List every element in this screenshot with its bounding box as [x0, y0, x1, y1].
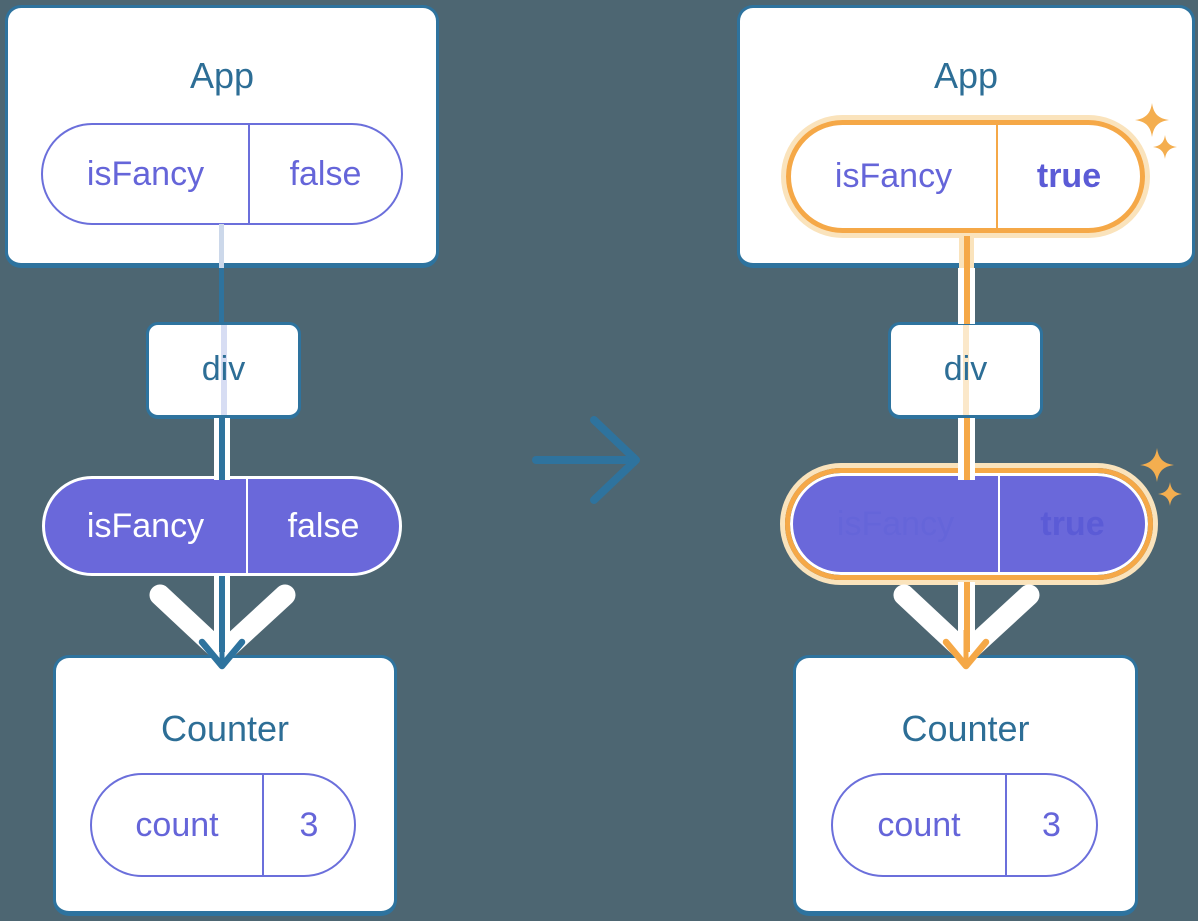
div-node-after: div	[888, 322, 1043, 419]
app-title: App	[189, 55, 255, 96]
state-key: count	[833, 775, 1007, 875]
prop-key: isFancy	[43, 125, 250, 223]
state-value: 3	[299, 805, 319, 844]
prop-line	[958, 268, 975, 324]
app-title: App	[933, 55, 999, 96]
counter-title: Counter	[901, 708, 1030, 749]
state-key: count	[92, 775, 264, 875]
prop-line	[958, 582, 975, 652]
prop-key: isFancy	[791, 125, 998, 228]
sparkle-icon	[1135, 103, 1169, 137]
passed-prop-pill-highlighted: isFancy true	[780, 463, 1158, 585]
sparkle-icon	[1153, 135, 1177, 159]
prop-pill: isFancy false	[41, 123, 403, 225]
prop-line-through	[962, 325, 969, 415]
div-node-before: div	[146, 322, 301, 419]
state-value: 3	[1042, 805, 1061, 844]
prop-value: false	[289, 154, 362, 193]
prop-line	[958, 418, 975, 480]
sparkle-icon	[1140, 448, 1174, 482]
prop-value: false	[287, 506, 360, 545]
passed-prop-pill: isFancy false	[42, 476, 402, 576]
div-label: div	[943, 350, 988, 388]
prop-line	[214, 576, 230, 652]
counter-card-after: Counter count 3	[793, 655, 1138, 916]
counter-card-before: Counter count 3	[53, 655, 397, 916]
prop-line-in-card	[959, 236, 974, 268]
transition-arrow-icon	[532, 416, 640, 504]
prop-arrowhead-icon	[942, 630, 990, 670]
prop-value: true	[1040, 504, 1105, 543]
state-pill: count 3	[90, 773, 356, 877]
prop-line-through	[220, 325, 227, 415]
prop-arrowhead-icon	[198, 630, 246, 670]
div-label: div	[201, 350, 246, 388]
state-pill: count 3	[831, 773, 1098, 877]
prop-pill-highlighted: isFancy true	[781, 115, 1150, 238]
prop-line	[214, 418, 230, 480]
tree-connector	[219, 268, 224, 324]
prop-key: isFancy	[45, 479, 248, 573]
prop-value: true	[1036, 157, 1102, 195]
prop-line-faint	[219, 224, 224, 268]
sparkle-icon	[1158, 482, 1182, 506]
prop-key: isFancy	[793, 476, 1000, 572]
counter-title: Counter	[160, 708, 290, 749]
